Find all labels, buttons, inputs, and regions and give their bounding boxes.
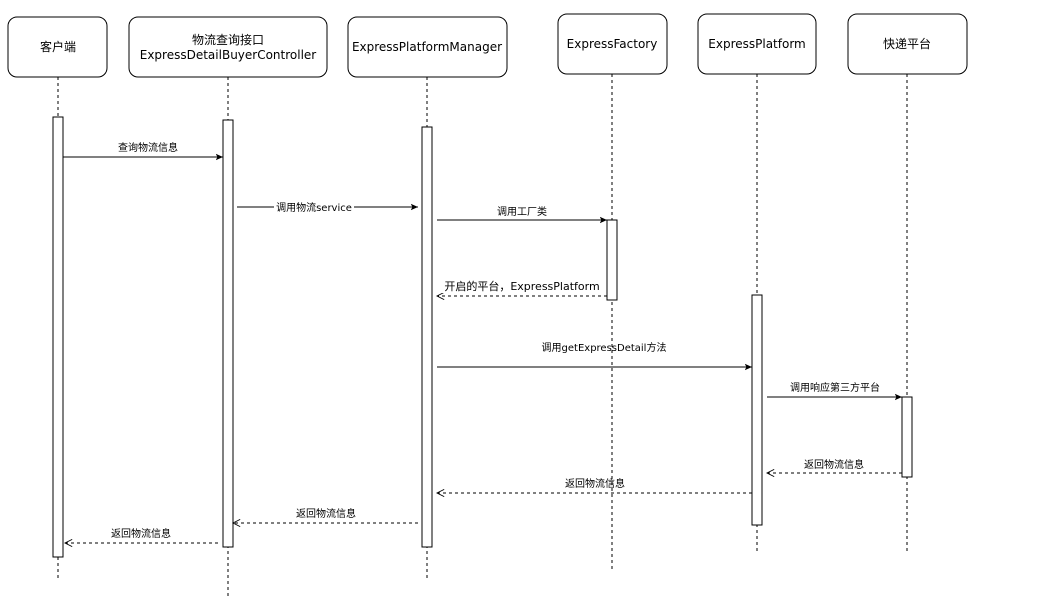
participant-client — [7, 16, 108, 78]
message-label-m1: 查询物流信息 — [118, 141, 178, 154]
message-label-m6: 调用响应第三方平台 — [790, 381, 880, 394]
message-label-m5: 调用getExpressDetail方法 — [542, 341, 667, 354]
client-activation — [52, 116, 64, 558]
message-label-m3: 调用工厂类 — [497, 205, 547, 218]
participant-controller-label-line1: 物流查询接口 — [192, 32, 264, 47]
controller-activation — [222, 119, 234, 548]
participant-manager — [347, 16, 508, 78]
participant-factory — [557, 13, 668, 75]
message-label-m9: 返回物流信息 — [296, 507, 356, 520]
message-label-m2: 调用物流service — [276, 201, 352, 214]
participant-platform-label: ExpressPlatform — [708, 37, 805, 51]
participant-controller — [128, 16, 328, 78]
platform-activation — [751, 294, 763, 526]
participant-controller-label-line2: ExpressDetailBuyerController — [140, 48, 317, 62]
participant-courier — [847, 13, 968, 75]
manager-activation — [421, 126, 433, 548]
message-label-m8: 返回物流信息 — [565, 477, 625, 490]
participant-client-label: 客户端 — [40, 39, 76, 54]
participant-factory-label: ExpressFactory — [567, 37, 658, 51]
courier-activation — [901, 396, 913, 478]
participant-platform — [697, 13, 817, 75]
participant-manager-label: ExpressPlatformManager — [352, 40, 502, 54]
message-label-m4: 开启的平台，ExpressPlatform — [444, 279, 599, 293]
message-label-m10: 返回物流信息 — [111, 527, 171, 540]
factory-activation — [606, 219, 618, 301]
message-label-m7: 返回物流信息 — [804, 458, 864, 471]
participant-courier-label: 快递平台 — [883, 36, 931, 51]
